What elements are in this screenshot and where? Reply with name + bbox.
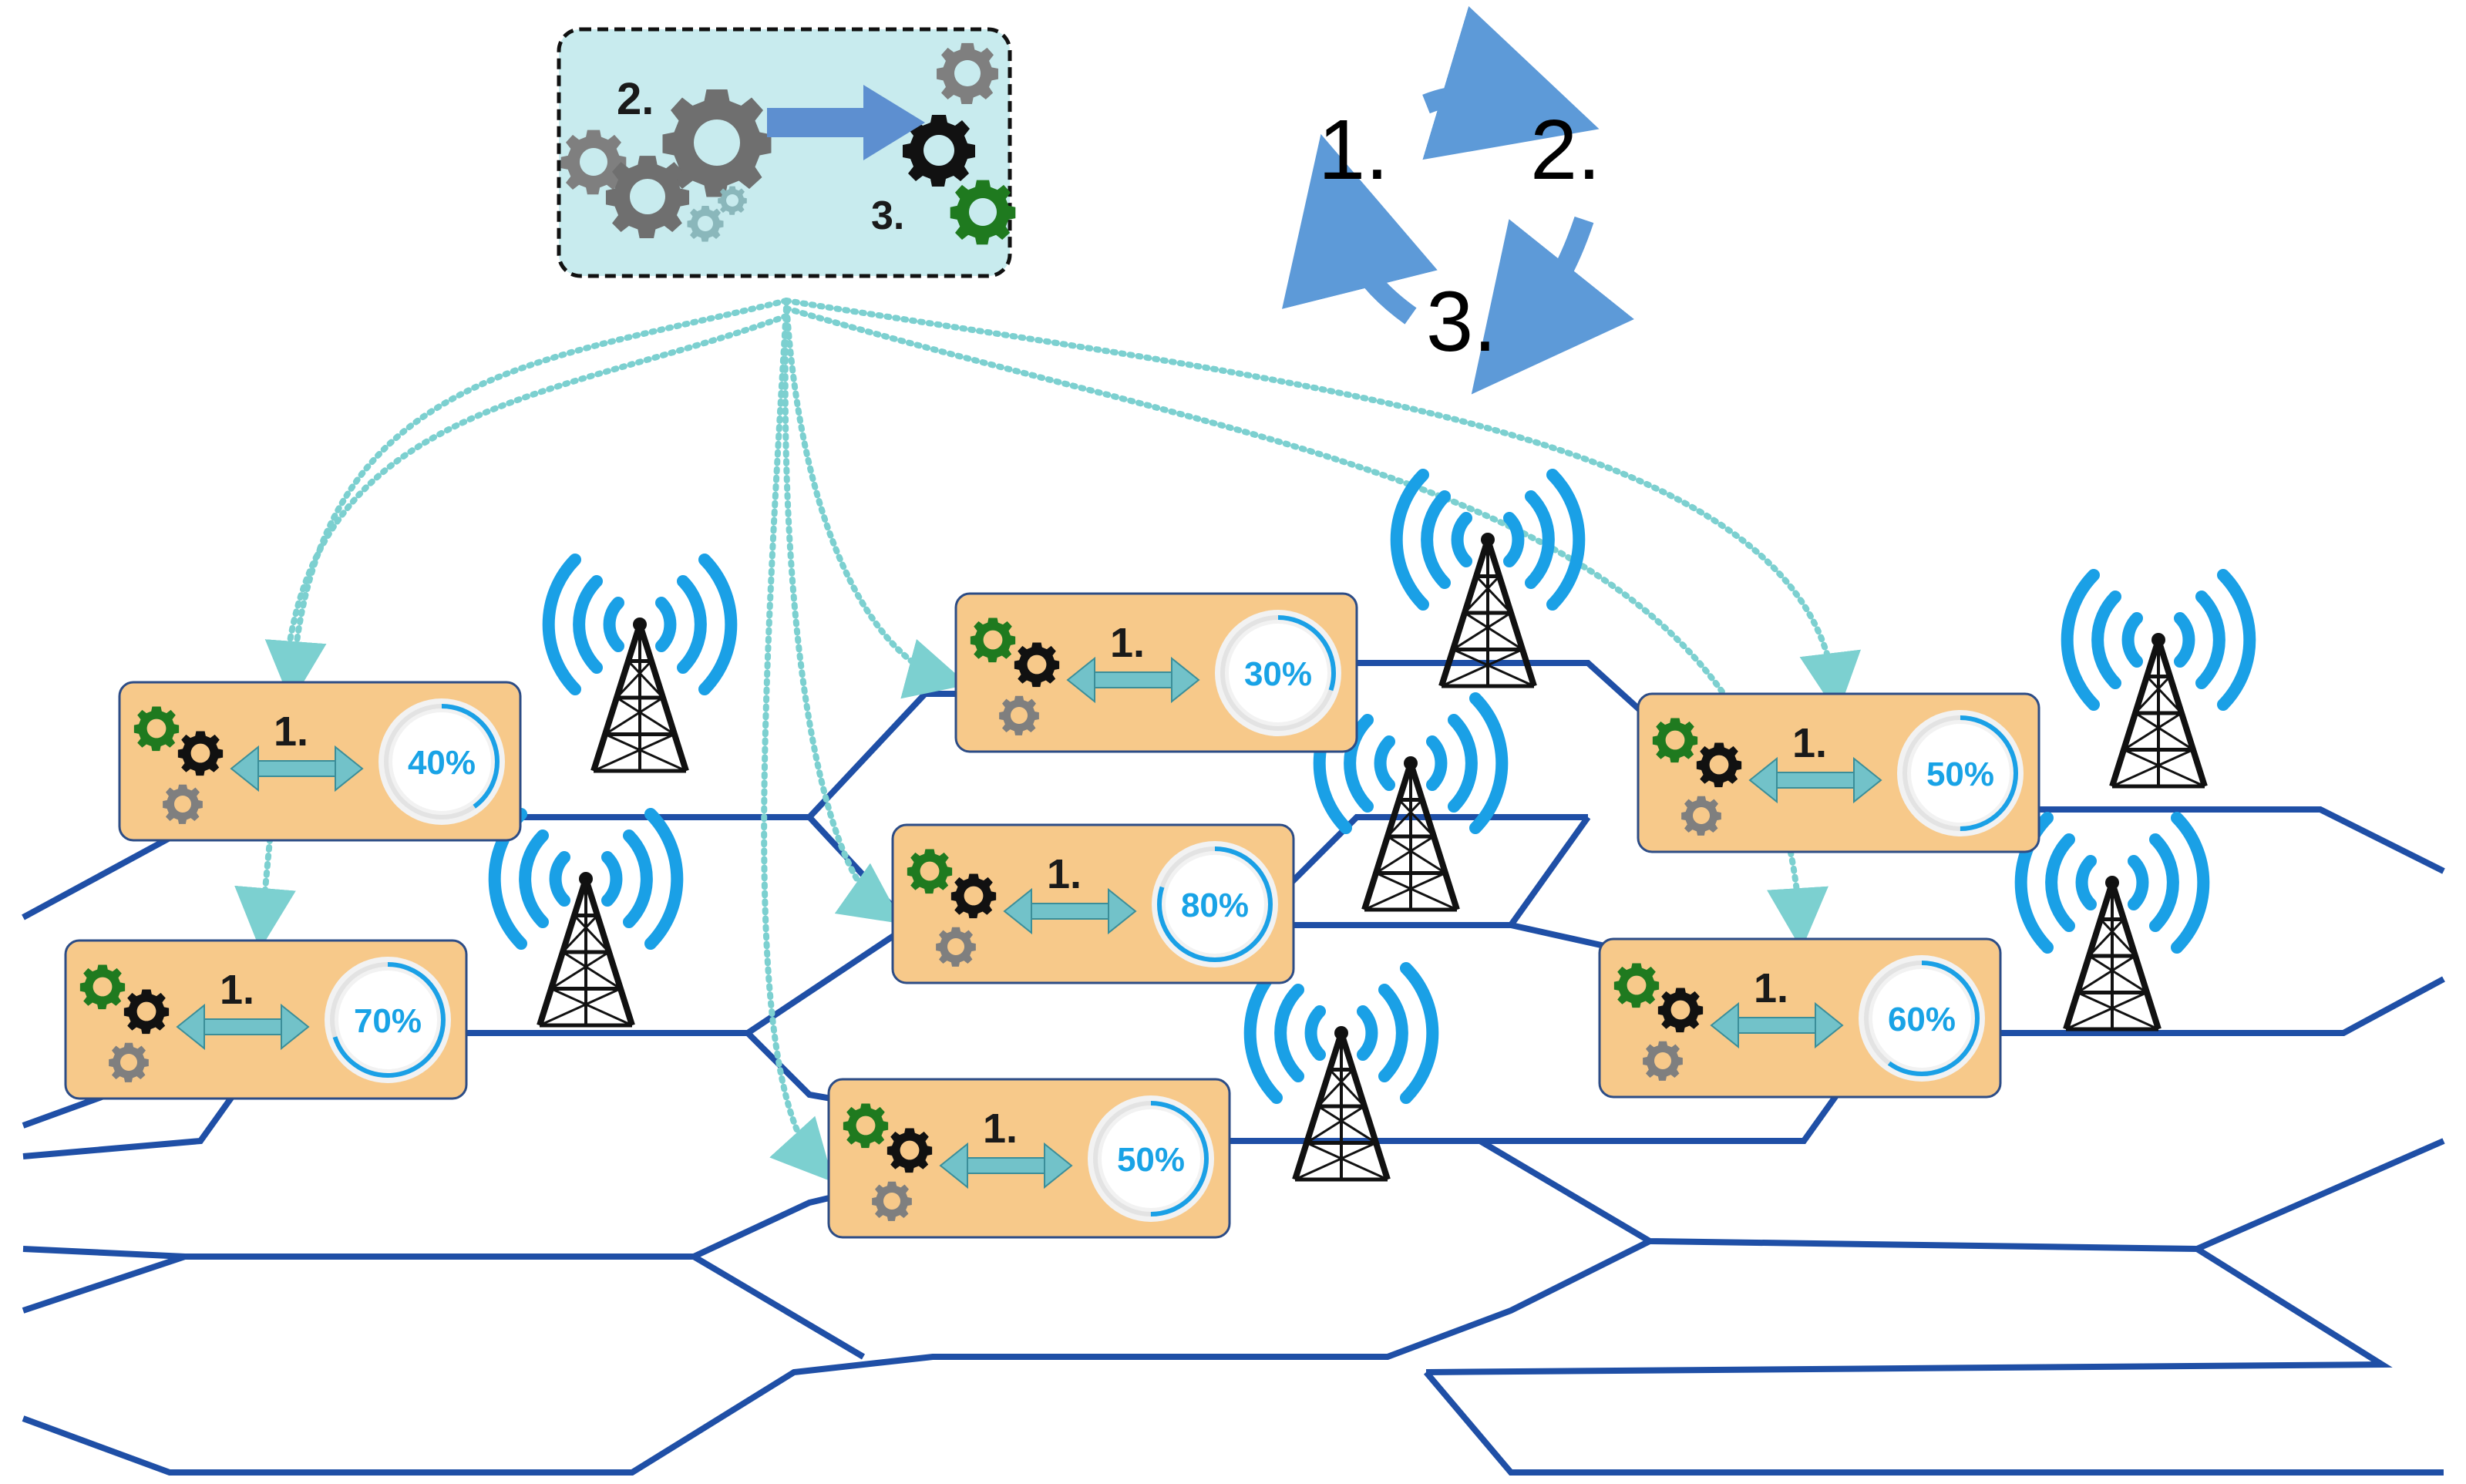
central-label-2: 2. (617, 74, 654, 124)
cell-tower-icon (1390, 469, 1586, 688)
double-arrow-icon (1748, 756, 1882, 804)
load-gauge: 50% (1897, 710, 2024, 836)
central-label-3: 3. (871, 193, 904, 238)
double-arrow-icon (230, 745, 364, 792)
cell-tower-icon (1243, 962, 1439, 1182)
cell-tower-icon (542, 554, 738, 773)
load-gauge: 40% (378, 698, 505, 825)
link-to-node-1b (282, 313, 789, 681)
cell-tower-icon (2061, 569, 2256, 789)
cycle-step-3: 3. (1426, 274, 1497, 369)
load-gauge-fill (1157, 846, 1273, 962)
node-step-label: 1. (983, 1105, 1018, 1152)
edge-node-box: 1. 30% (954, 592, 1358, 753)
load-percent: 40% (408, 744, 476, 782)
double-arrow-icon (176, 1003, 310, 1051)
cell-tower-icon (2014, 812, 2210, 1031)
node-step-label: 1. (274, 708, 308, 755)
arrow-right-icon (767, 85, 925, 160)
load-percent: 60% (1888, 1001, 1956, 1038)
load-gauge-fill (330, 962, 446, 1078)
load-percent: 50% (1117, 1141, 1185, 1179)
cell-tower-icon (488, 808, 684, 1028)
double-arrow-icon (1003, 887, 1137, 935)
load-percent: 30% (1244, 655, 1312, 693)
load-gauge: 70% (325, 957, 451, 1083)
cycle-arrow-left (1282, 133, 1438, 325)
load-gauge: 80% (1152, 841, 1278, 967)
double-arrow-icon (1710, 1001, 1844, 1049)
node-step-label: 1. (220, 967, 254, 1013)
central-controller-box: 2. 3. (557, 27, 1016, 278)
load-percent: 50% (1926, 755, 1994, 793)
node-step-label: 1. (1047, 851, 1082, 897)
node-step-label: 1. (1110, 620, 1145, 666)
load-gauge: 50% (1088, 1095, 1214, 1222)
link-to-node-3 (783, 298, 968, 699)
cycle-step-1: 1. (1318, 103, 1389, 197)
double-arrow-icon (939, 1142, 1073, 1190)
process-cycle: 1. 2. 3. (1282, 5, 1634, 395)
edge-node-box: 1. 50% (1637, 692, 2040, 853)
load-gauge-fill (1093, 1101, 1209, 1216)
link-to-node-6 (783, 298, 1861, 715)
cycle-arrow-top (1422, 5, 1600, 160)
node-step-label: 1. (1792, 720, 1827, 766)
cycle-step-2: 2. (1530, 103, 1601, 197)
link-to-node-4 (782, 305, 903, 924)
load-gauge-fill (384, 704, 500, 819)
edge-node-box: 1. 50% (827, 1078, 1231, 1239)
load-gauge-fill (1220, 615, 1336, 731)
cycle-arrow-right (1471, 216, 1634, 395)
load-percent: 80% (1181, 887, 1249, 924)
double-arrow-icon (1066, 656, 1200, 704)
node-step-label: 1. (1754, 965, 1788, 1011)
edge-node-box: 1. 60% (1598, 937, 2002, 1099)
load-percent: 70% (354, 1002, 422, 1040)
edge-node-box: 1. 70% (64, 939, 468, 1100)
load-gauge-fill (1864, 961, 1980, 1076)
edge-node-box: 1. 80% (891, 823, 1295, 984)
link-to-node-5 (761, 305, 834, 1183)
load-gauge: 60% (1859, 955, 1985, 1082)
load-gauge-fill (1902, 715, 2018, 831)
load-gauge: 30% (1215, 610, 1341, 736)
edge-node-box: 1. 40% (118, 681, 522, 842)
